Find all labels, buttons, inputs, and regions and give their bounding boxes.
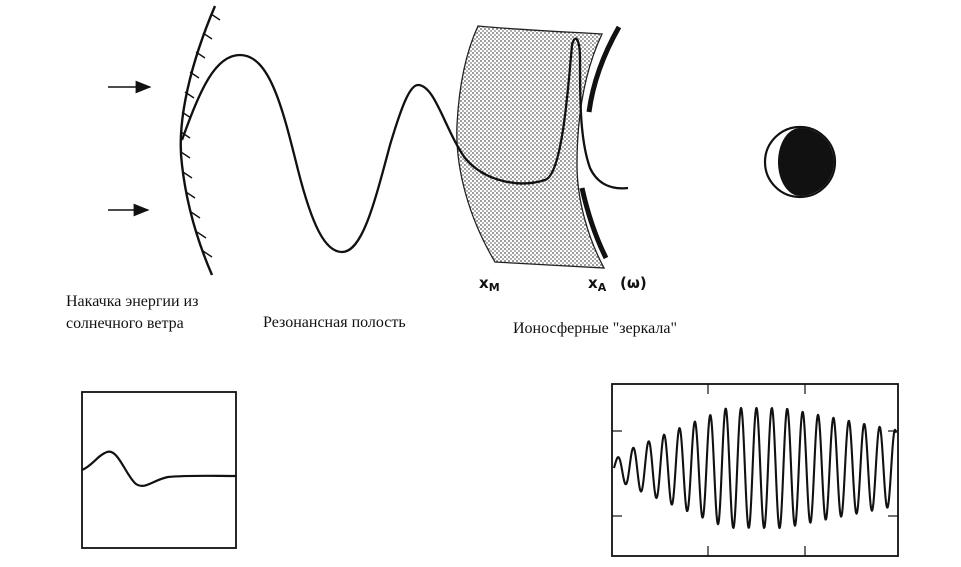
mirror-upper [586, 25, 622, 113]
xm-symbol: xM [479, 274, 500, 294]
solar-wind-pumping-label-line1: Накачка энергии из [66, 293, 199, 310]
magnetopause-boundary [179, 5, 221, 276]
ionospheric-mirrors-label: Ионосферные "зеркала" [513, 320, 678, 337]
omega-symbol: (ω) [620, 274, 647, 292]
solar-wind-pumping-label-line2: солнечного ветра [66, 315, 184, 332]
resonant-cavity-label: Резонансная полость [263, 314, 406, 331]
xa-symbol: xA [588, 274, 607, 294]
pulse-oscillogram [81, 391, 237, 549]
moon-phase-icon [763, 125, 837, 199]
resonance-wave [180, 37, 629, 254]
mirror-lower [579, 187, 609, 260]
ionosphere-region [456, 25, 606, 269]
resonance-oscillogram [611, 383, 899, 557]
